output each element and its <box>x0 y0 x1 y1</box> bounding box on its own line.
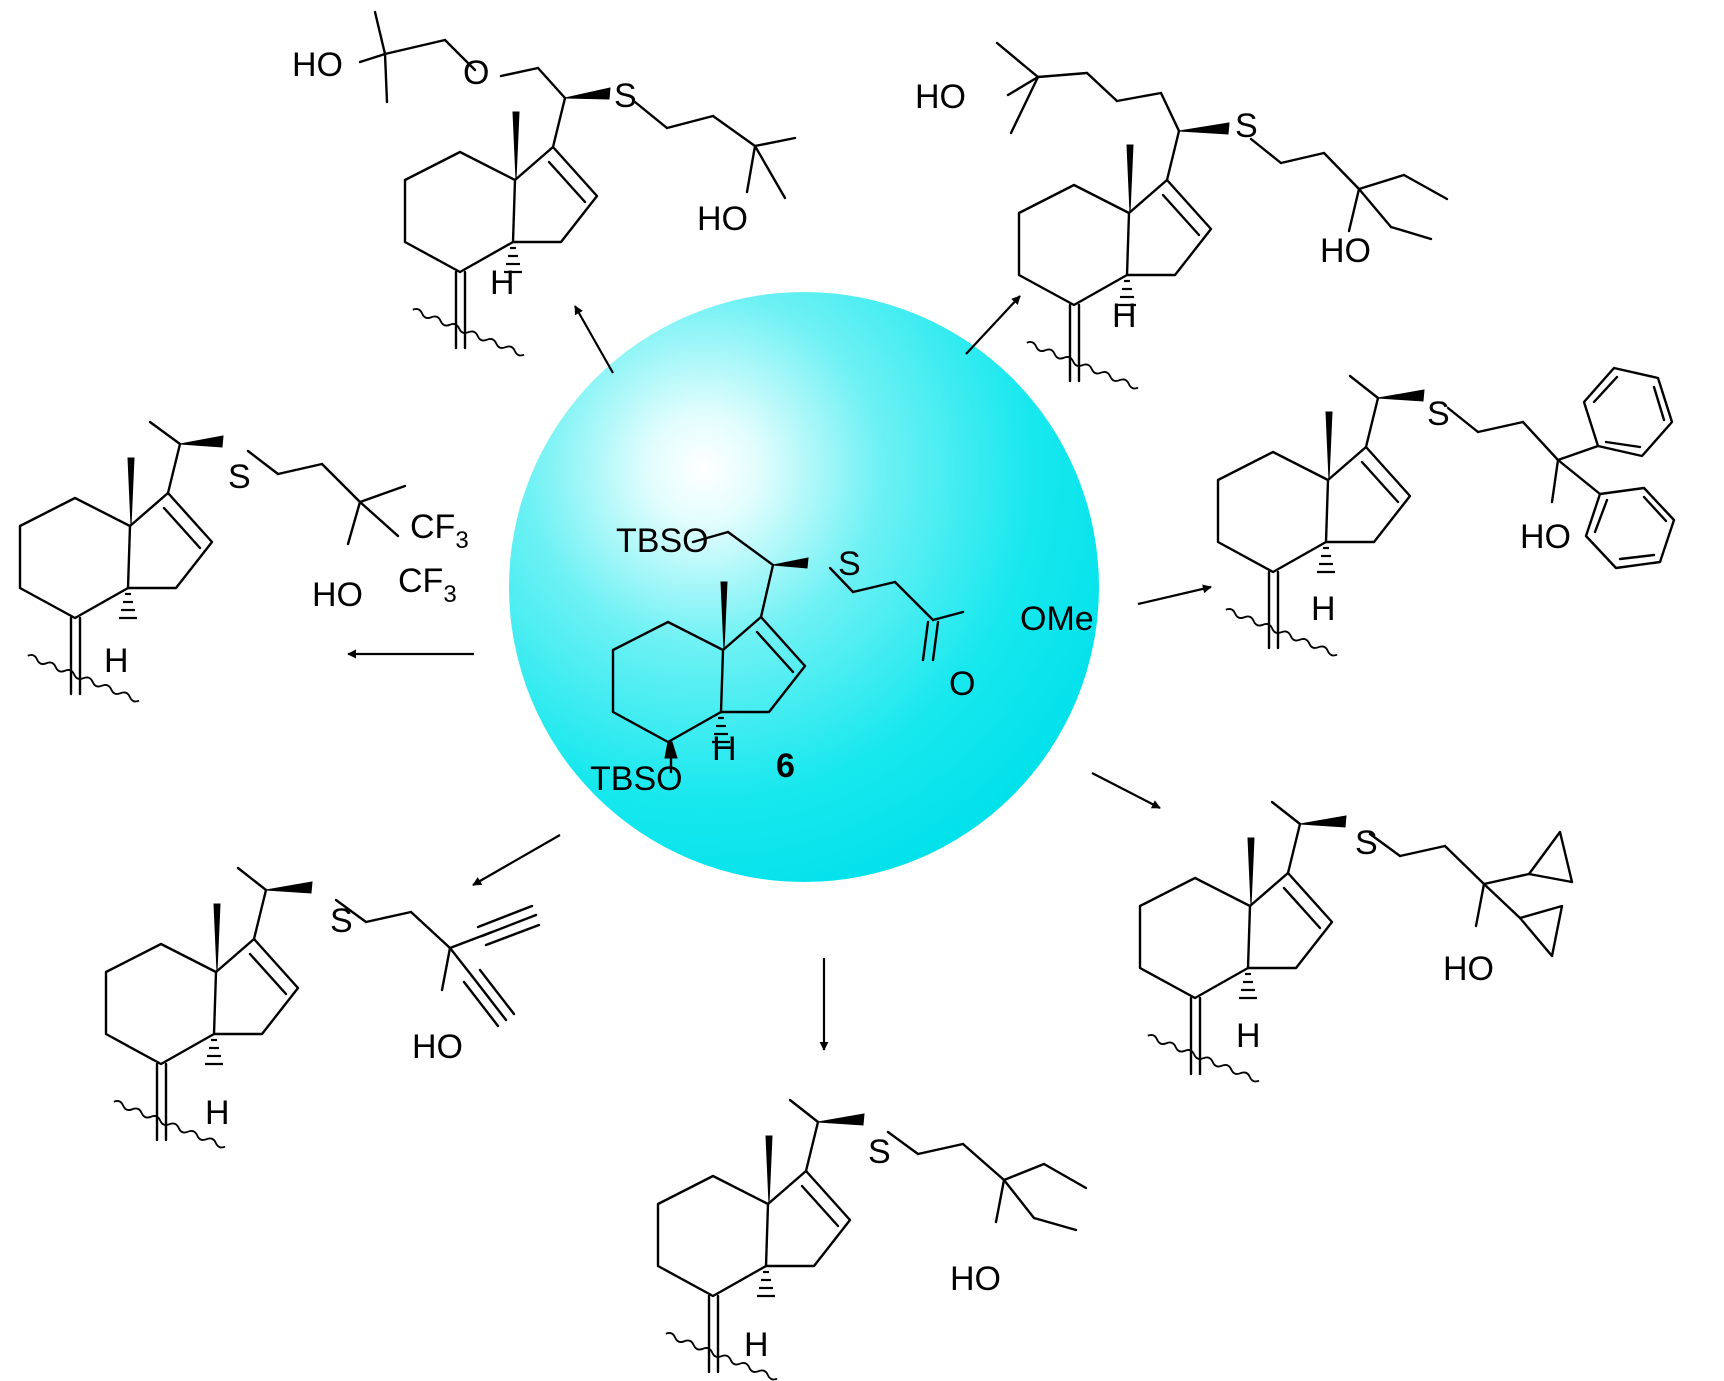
arrow-to-right <box>1137 584 1212 606</box>
s-label: S <box>1355 824 1378 862</box>
h-label: H <box>490 264 515 302</box>
ho-label: HO <box>915 78 966 116</box>
h-label: H <box>1236 1017 1261 1055</box>
arrow-to-top-left <box>574 305 614 374</box>
o-ether-label: O <box>463 54 489 92</box>
h-label: H <box>1311 590 1336 628</box>
ho-label: HO <box>950 1260 1001 1298</box>
h-label: H <box>205 1094 230 1132</box>
s-central-label: S <box>838 545 861 583</box>
product-bottom-left <box>104 866 541 1151</box>
product-right <box>1216 366 1676 659</box>
product-left <box>18 420 407 705</box>
h-label: H <box>744 1326 769 1364</box>
s-label: S <box>614 77 637 115</box>
ho-label: HO <box>1320 232 1371 270</box>
compound-6 <box>611 530 965 774</box>
h-central-label: H <box>712 730 737 768</box>
ho-label: HO <box>292 46 343 84</box>
h-label: H <box>104 642 129 680</box>
ho-label: HO <box>412 1028 463 1066</box>
ome-label: OMe <box>1020 600 1094 638</box>
arrow-to-top-right <box>965 295 1021 355</box>
product-bottom-right <box>1138 800 1574 1085</box>
arrow-to-bottom-left <box>472 834 561 886</box>
ho-label: HO <box>1520 518 1571 556</box>
s-label: S <box>330 902 353 940</box>
product-top-right <box>995 41 1449 392</box>
s-label: S <box>1235 107 1258 145</box>
arrow-to-bottom-right <box>1091 772 1161 809</box>
product-top-left <box>358 10 797 359</box>
ho-label: HO <box>697 200 748 238</box>
ho-label: HO <box>312 576 363 614</box>
o-carbonyl-label: O <box>949 665 975 703</box>
h-label: H <box>1112 297 1137 335</box>
tbso-top-label: TBSO <box>616 522 709 560</box>
s-label: S <box>868 1133 891 1171</box>
s-label: S <box>228 458 251 496</box>
compound-number: 6 <box>776 747 795 785</box>
cf3-bottom-label: CF3 <box>398 562 457 608</box>
tbso-bottom-label: TBSO <box>590 760 683 798</box>
product-bottom <box>656 1098 1088 1381</box>
s-label: S <box>1427 395 1450 433</box>
cf3-top-label: CF3 <box>410 508 469 554</box>
ho-label: HO <box>1443 950 1494 988</box>
